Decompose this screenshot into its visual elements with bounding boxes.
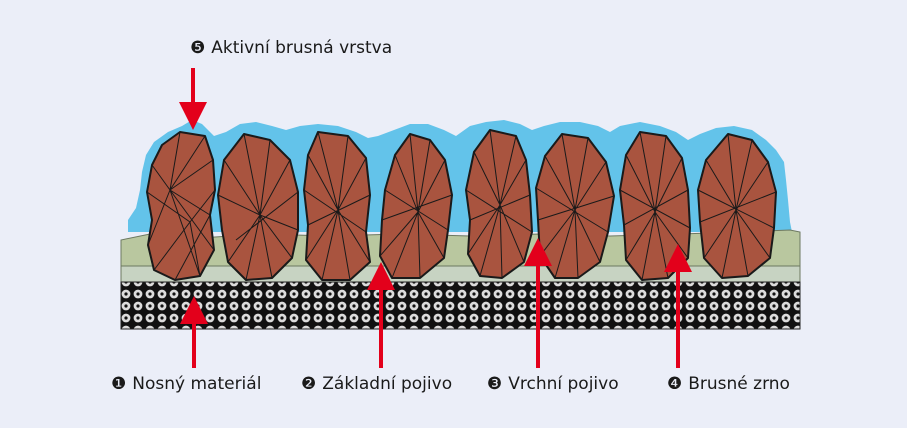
grain-3 [304, 132, 370, 280]
label-text: Nosný materiál [132, 374, 261, 394]
label-active-layer: ❺ Aktivní brusná vrstva [190, 38, 392, 58]
label-number: ❸ [487, 374, 502, 394]
label-number: ❶ [111, 374, 126, 394]
grain-5 [466, 130, 532, 278]
grain-1 [147, 132, 215, 280]
label-number: ❷ [301, 374, 316, 394]
label-grain: ❹ Brusné zrno [667, 374, 790, 394]
label-backing: ❶ Nosný materiál [111, 374, 261, 394]
label-text: Aktivní brusná vrstva [211, 38, 392, 58]
grain-7 [620, 132, 690, 280]
grain-2 [218, 134, 298, 280]
label-text: Základní pojivo [322, 374, 452, 394]
label-base-binder: ❷ Základní pojivo [301, 374, 452, 394]
label-top-binder: ❸ Vrchní pojivo [487, 374, 619, 394]
label-text: Vrchní pojivo [508, 374, 618, 394]
grain-6 [536, 134, 614, 278]
label-text: Brusné zrno [688, 374, 790, 394]
base-binder-strip [121, 266, 800, 282]
grain-8 [698, 134, 776, 278]
label-number: ❹ [667, 374, 682, 394]
backing-material [121, 282, 800, 329]
label-number: ❺ [190, 38, 205, 58]
